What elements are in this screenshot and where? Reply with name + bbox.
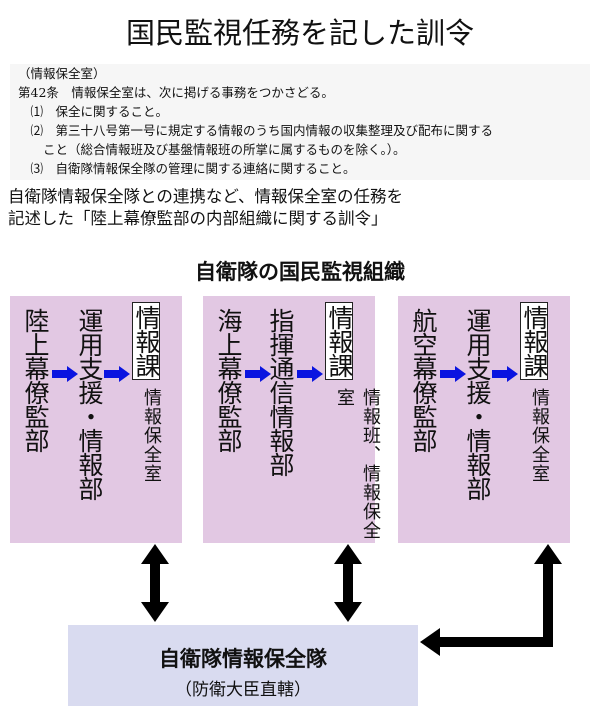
- page-title: 国民監視任務を記した訓令: [125, 16, 474, 50]
- column-maritime: 海上幕僚監部 指揮通信情報部 情報課 情報班、情報保全室: [203, 296, 381, 543]
- department: 運用支援・情報部: [75, 308, 104, 500]
- section-box: 情報課: [325, 302, 354, 380]
- elbow-arrow-icon: [420, 544, 562, 656]
- unit-name: 自衛隊情報保全隊: [159, 647, 327, 671]
- description-line: 記述した「陸上幕僚監部の内部組織に関する訓令」: [8, 209, 388, 228]
- flow-arrow-icon: [297, 366, 323, 382]
- department: 運用支援・情報部: [463, 308, 492, 500]
- section-box: 情報課: [132, 302, 161, 380]
- staff-office: 陸上幕僚監部: [21, 308, 50, 452]
- law-line: ⑵ 第三十八号第一号に規定する情報のうち国内情報の収集整理及び配布に関する: [18, 123, 494, 138]
- column-ground: 陸上幕僚監部 運用支援・情報部 情報課 情報保全室: [10, 296, 182, 543]
- law-line: 第42条 情報保全室は、次に掲げる事務をつかさどる。: [18, 85, 334, 100]
- flow-arrow-icon: [492, 366, 518, 382]
- department: 指揮通信情報部: [266, 308, 295, 476]
- unit: 情報班、情報保全室: [334, 388, 381, 540]
- unit: 情報保全室: [529, 388, 550, 483]
- staff-office: 航空幕僚監部: [409, 308, 438, 452]
- description: 自衛隊情報保全隊との連携など、情報保全室の任務を 記述した「陸上幕僚監部の内部組…: [8, 186, 403, 230]
- flow-arrow-icon: [440, 366, 466, 382]
- section-box: 情報課: [520, 302, 549, 380]
- double-arrow-icon: [141, 544, 169, 622]
- intelligence-security-unit: 自衛隊情報保全隊 （防衛大臣直轄）: [68, 625, 418, 706]
- column-air: 航空幕僚監部 運用支援・情報部 情報課 情報保全室: [398, 296, 570, 543]
- flow-arrow-icon: [52, 366, 78, 382]
- unit-note: （防衛大臣直轄）: [175, 680, 311, 700]
- staff-office: 海上幕僚監部: [214, 308, 243, 452]
- law-line: こと（総合情報班及び基盤情報班の所掌に属するものを除く。）。: [18, 142, 406, 157]
- double-arrow-icon: [334, 544, 362, 622]
- flow-arrow-icon: [245, 366, 271, 382]
- description-line: 自衛隊情報保全隊との連携など、情報保全室の任務を: [8, 187, 404, 206]
- law-line: ⑶ 自衛隊情報保全隊の管理に関する連絡に関すること。: [18, 161, 356, 176]
- unit: 情報保全室: [141, 388, 162, 483]
- org-title: 自衛隊の国民監視組織: [195, 260, 405, 284]
- flow-arrow-icon: [104, 366, 130, 382]
- law-excerpt: （情報保全室） 第42条 情報保全室は、次に掲げる事務をつかさどる。 ⑴ 保全に…: [10, 64, 590, 180]
- law-line: （情報保全室）: [18, 66, 106, 81]
- law-line: ⑴ 保全に関すること。: [18, 104, 169, 119]
